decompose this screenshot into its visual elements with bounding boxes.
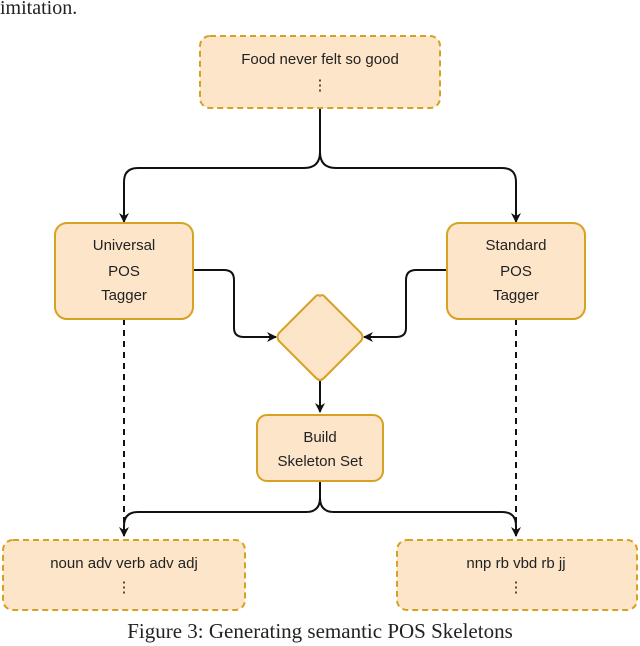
node-standard-output-line-1: nnp rb vbd rb jj bbox=[466, 555, 565, 572]
node-input-line-1: Food never felt so good bbox=[241, 51, 399, 68]
node-universal-tagger: Universal POS Tagger bbox=[54, 222, 194, 320]
node-input-line-2: ⋮ bbox=[313, 77, 328, 94]
node-build-skeleton: Build Skeleton Set bbox=[256, 414, 384, 482]
node-input: Food never felt so good ⋮ bbox=[199, 35, 441, 109]
node-universal-tagger-box bbox=[54, 222, 194, 320]
edge-build-to-standard-output bbox=[319, 497, 521, 537]
edge-input-to-standard bbox=[319, 151, 521, 223]
node-standard-tagger-line-2: POS bbox=[500, 263, 532, 280]
header-fragment: imitation. bbox=[0, 0, 77, 19]
node-build-skeleton-box bbox=[256, 414, 384, 482]
node-standard-tagger-line-3: Tagger bbox=[493, 287, 539, 304]
node-universal-output-box bbox=[2, 539, 246, 611]
edge-input-to-universal bbox=[119, 151, 321, 223]
node-universal-tagger-line-2: POS bbox=[108, 263, 140, 280]
node-universal-tagger-line-3: Tagger bbox=[101, 287, 147, 304]
node-standard-output-box bbox=[396, 539, 638, 611]
node-build-skeleton-line-2: Skeleton Set bbox=[277, 453, 363, 470]
node-universal-output-line-2: ⋮ bbox=[117, 579, 132, 596]
node-input-box bbox=[199, 35, 441, 109]
node-merge-diamond bbox=[276, 294, 364, 381]
node-universal-output-line-1: noun adv verb adv adj bbox=[50, 555, 198, 572]
node-standard-tagger-line-1: Standard bbox=[486, 237, 547, 254]
figure-caption: Figure 3: Generating semantic POS Skelet… bbox=[127, 619, 513, 643]
node-standard-output-line-2: ⋮ bbox=[509, 579, 524, 596]
node-standard-tagger-box bbox=[446, 222, 586, 320]
merge-diamond-shape bbox=[276, 294, 364, 381]
node-standard-tagger: Standard POS Tagger bbox=[446, 222, 586, 320]
edge-universal-to-merge bbox=[193, 269, 277, 342]
node-universal-tagger-line-1: Universal bbox=[93, 237, 156, 254]
node-build-skeleton-line-1: Build bbox=[303, 429, 336, 446]
edges bbox=[119, 108, 521, 537]
edge-build-to-universal-output bbox=[119, 497, 321, 537]
node-standard-output: nnp rb vbd rb jj ⋮ bbox=[396, 539, 638, 611]
edge-standard-to-merge bbox=[363, 269, 447, 342]
node-universal-output: noun adv verb adv adj ⋮ bbox=[2, 539, 246, 611]
